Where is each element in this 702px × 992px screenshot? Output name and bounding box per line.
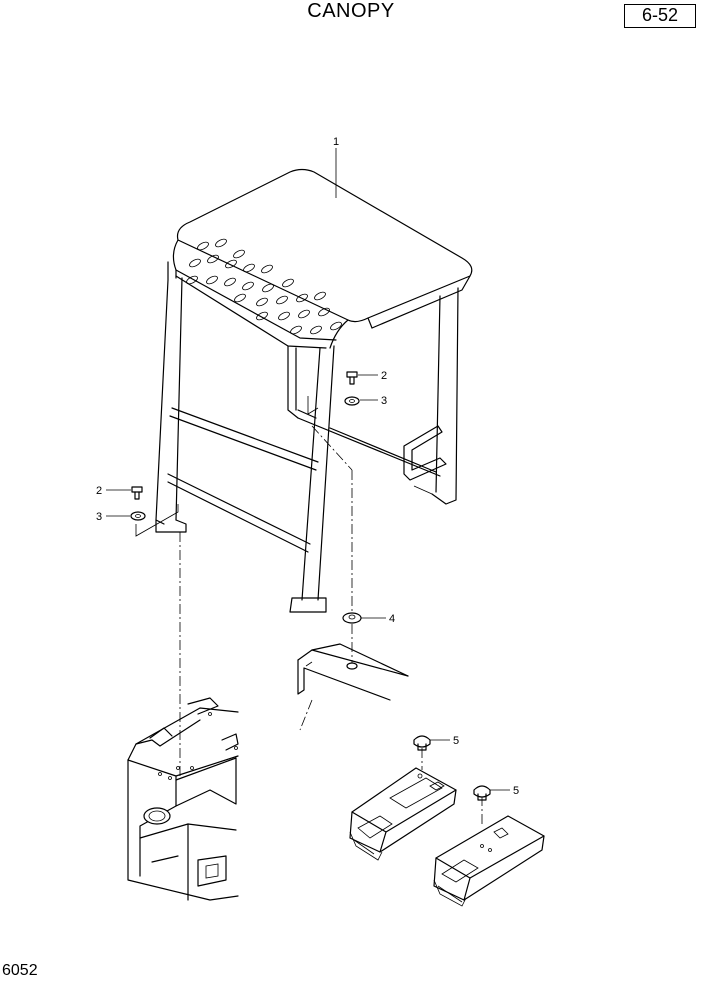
washer-right bbox=[344, 396, 360, 406]
swing-frame bbox=[127, 697, 239, 901]
callout-5-left: 5 bbox=[453, 735, 459, 747]
figure-code: 6052 bbox=[2, 962, 38, 979]
control-console-left bbox=[349, 767, 457, 861]
cap-left bbox=[413, 735, 431, 751]
page-title: CANOPY bbox=[307, 0, 395, 22]
callout-1: 1 bbox=[333, 136, 339, 148]
bolt-left bbox=[131, 486, 143, 500]
canopy-frame bbox=[155, 168, 473, 613]
callout-2-right: 2 bbox=[381, 370, 387, 382]
rubber-mount bbox=[342, 612, 362, 624]
upper-frame-bracket bbox=[297, 643, 409, 731]
bolt-right bbox=[346, 371, 358, 385]
callout-3-right: 3 bbox=[381, 395, 387, 407]
callout-3-left: 3 bbox=[96, 511, 102, 523]
roof-vent-slots bbox=[186, 238, 342, 335]
washer-left bbox=[130, 511, 146, 521]
control-console-right bbox=[433, 815, 545, 907]
page-number-box: 6-52 bbox=[624, 4, 696, 28]
callout-2-left: 2 bbox=[96, 485, 102, 497]
callout-5-right: 5 bbox=[513, 785, 519, 797]
cap-right bbox=[473, 785, 491, 801]
callout-4: 4 bbox=[389, 613, 395, 625]
